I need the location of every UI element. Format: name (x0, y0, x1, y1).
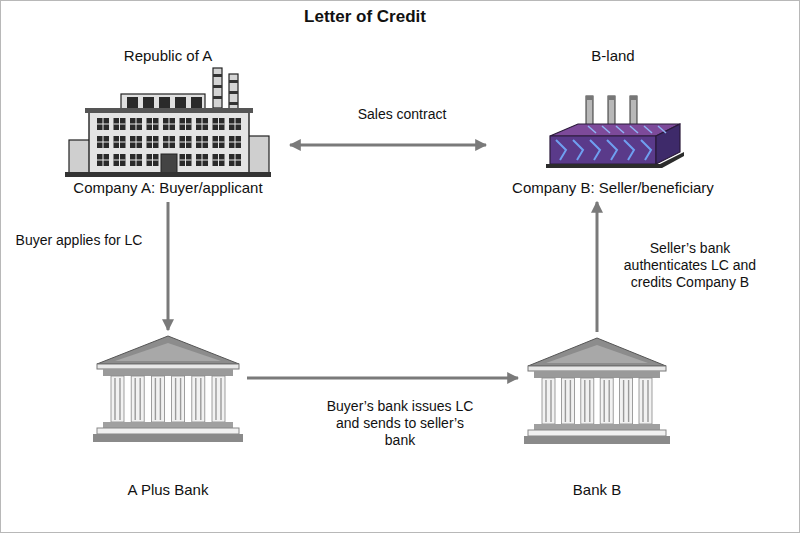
flow-arrow (290, 144, 486, 147)
edge-label: Seller’s bank authenticates LC and credi… (615, 240, 765, 291)
bank-icon (524, 336, 670, 446)
bank-icon (93, 334, 243, 446)
diagram-title: Letter of Credit (250, 7, 480, 27)
edge-label: Buyer applies for LC (8, 232, 150, 249)
region-name: B-land (591, 46, 634, 66)
edge-label: Buyer’s bank issues LC and sends to sell… (323, 398, 477, 449)
region-name: Republic of A (124, 46, 212, 66)
flow-arrow (596, 202, 599, 332)
company-node: Republic of A Company A: Buyer/applicant (50, 46, 286, 198)
bank-node: A Plus Bank (93, 334, 243, 500)
factory-icon (63, 66, 273, 178)
flow-arrow (247, 377, 518, 380)
company-role: Company A: Buyer/applicant (73, 178, 262, 198)
company-role: Company B: Seller/beneficiary (512, 178, 714, 198)
edge-label: Sales contract (322, 106, 482, 123)
bank-name: Bank B (573, 480, 621, 500)
company-node: B-landCompany B: Seller/beneficiary (490, 46, 736, 198)
factory-icon (538, 66, 688, 178)
bank-name: A Plus Bank (128, 480, 209, 500)
bank-node: Bank B (522, 336, 672, 500)
flow-arrow (167, 202, 170, 330)
